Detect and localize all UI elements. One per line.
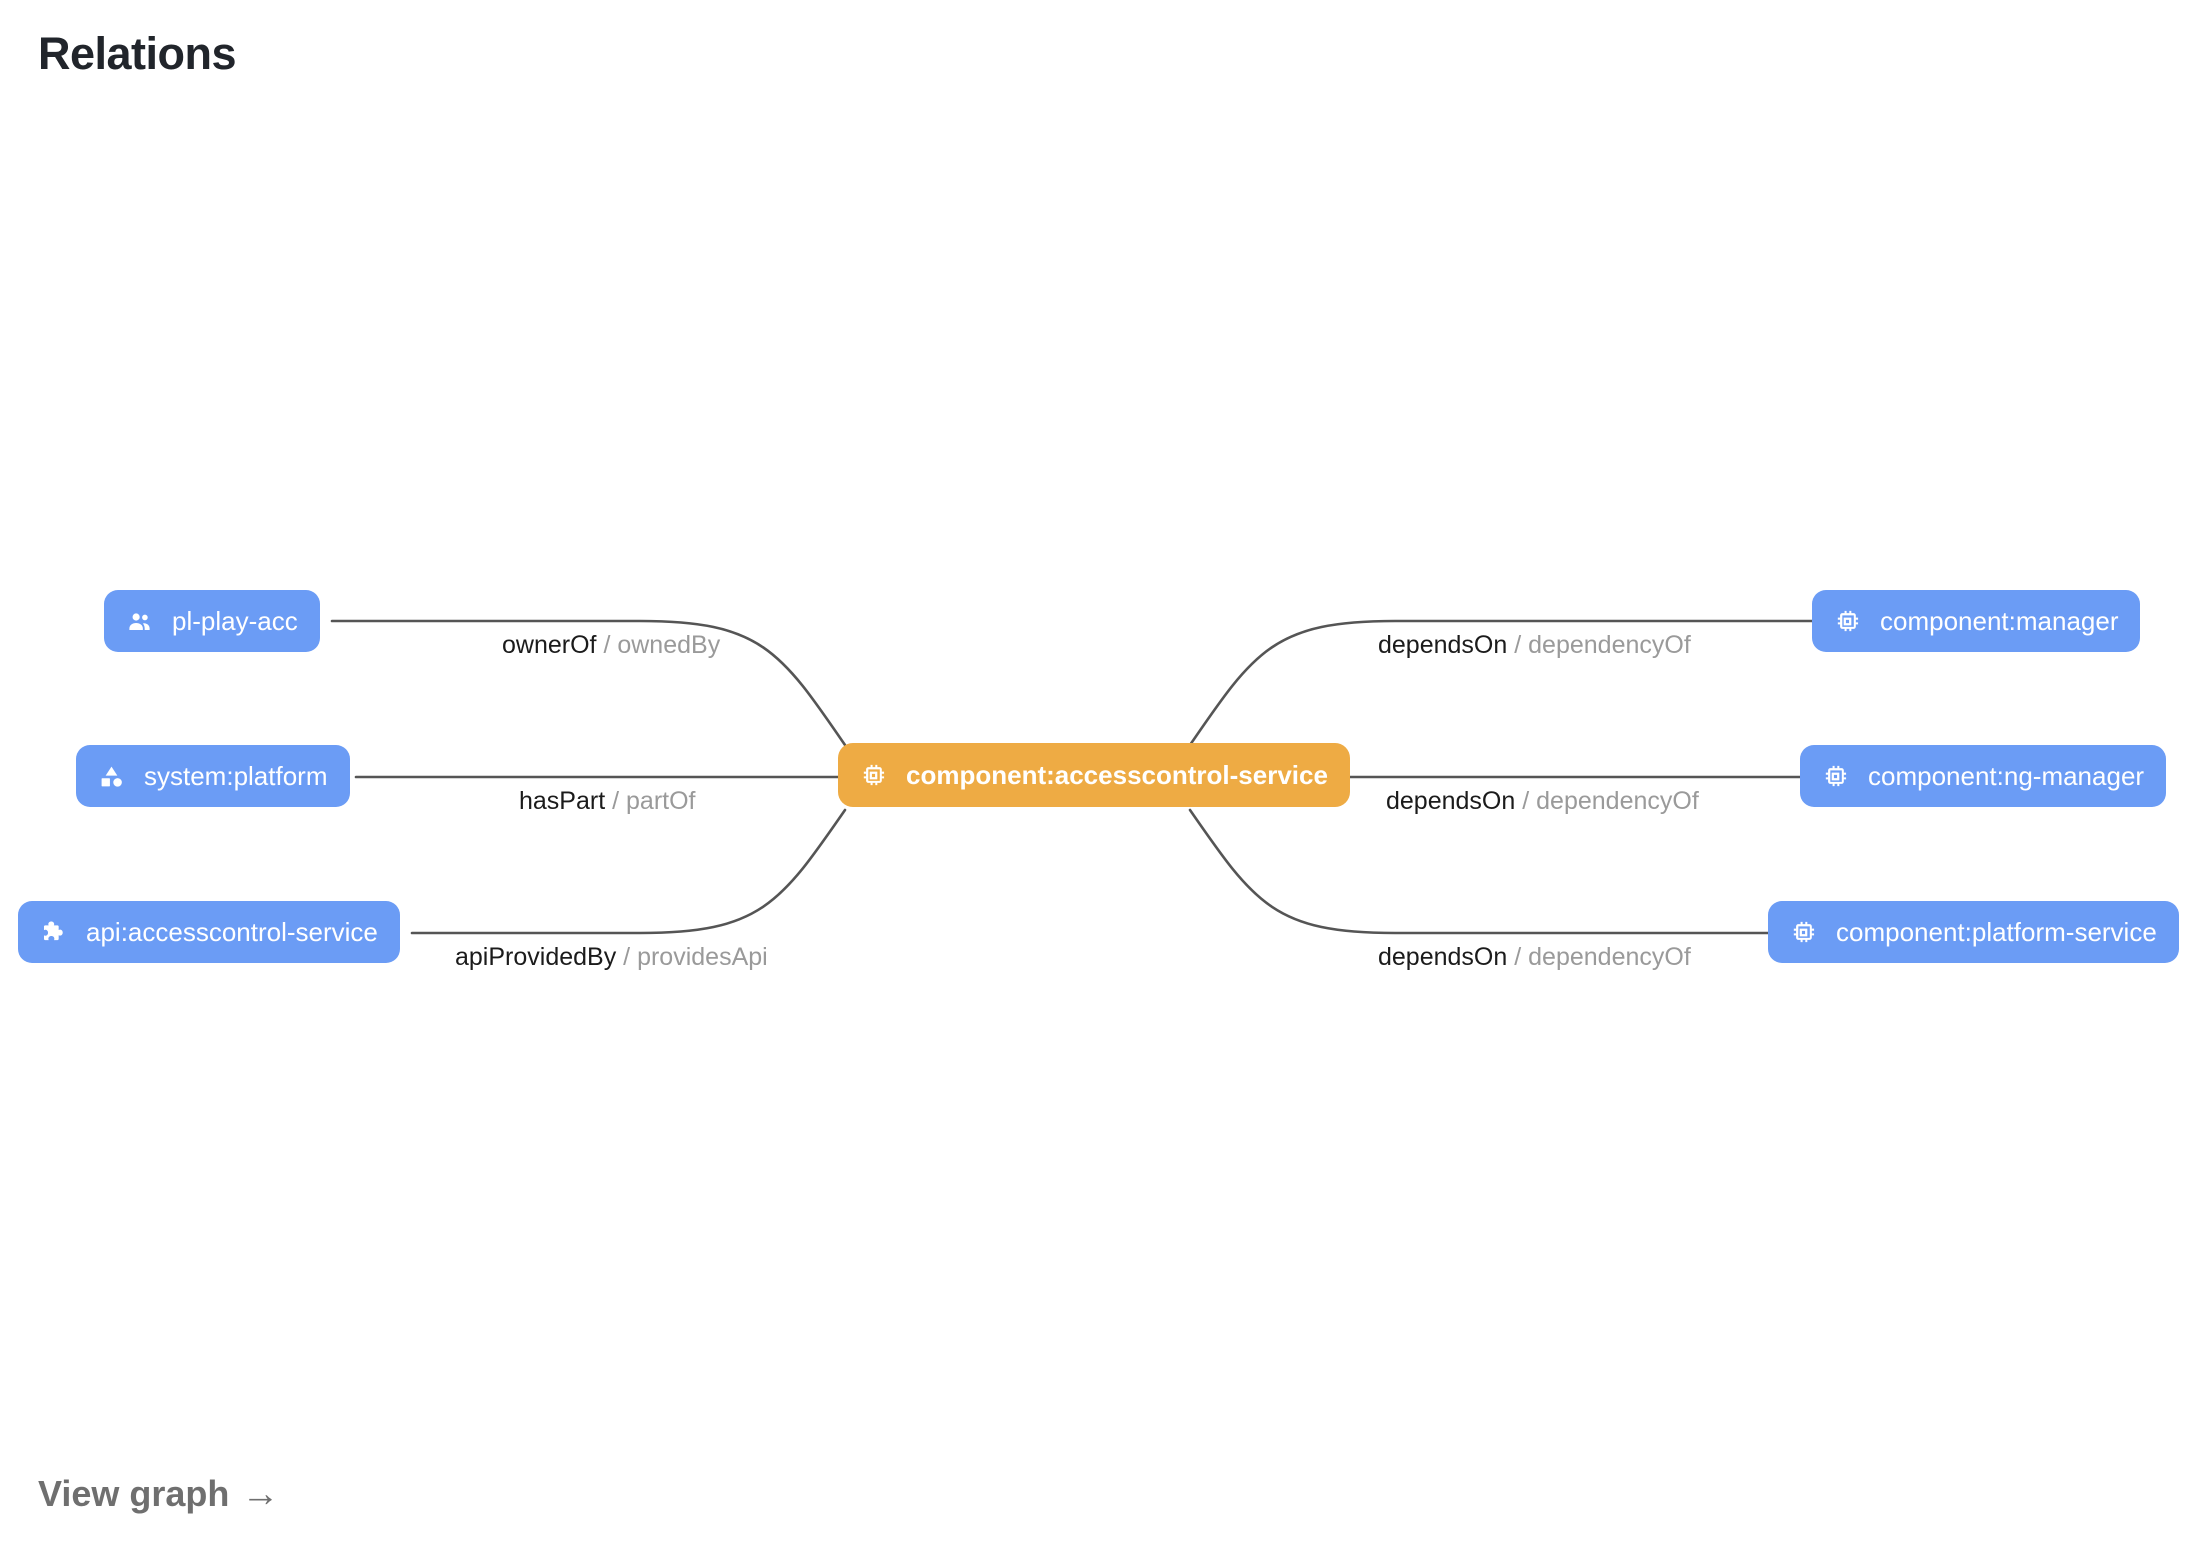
memory-chip-icon xyxy=(1790,919,1817,946)
graph-node-pl-play-acc[interactable]: pl-play-acc xyxy=(104,590,320,652)
edge-label-separator: / xyxy=(612,787,627,815)
group-people-icon xyxy=(126,608,153,635)
puzzle-extension-icon xyxy=(40,919,67,946)
edge-label-forward: hasPart xyxy=(519,787,606,815)
edge-label-apiprovidedby: apiProvidedBy / providesApi xyxy=(455,945,768,970)
edge-label-separator: / xyxy=(1522,787,1537,815)
memory-chip-icon xyxy=(1834,608,1861,635)
arrow-right-icon: → xyxy=(241,1473,280,1515)
graph-node-api-accesscontrol-service[interactable]: api:accesscontrol-service xyxy=(18,901,400,963)
edge-label-inverse: ownedBy xyxy=(617,631,721,659)
edge-label-forward: apiProvidedBy xyxy=(455,943,617,971)
edge-label-inverse: dependencyOf xyxy=(1528,631,1691,659)
edge-label-forward: ownerOf xyxy=(502,631,597,659)
memory-chip-icon xyxy=(860,762,887,789)
edge-path-apiprovidedby xyxy=(410,808,847,935)
view-graph-label: View graph xyxy=(38,1473,230,1514)
graph-node-label: component:accesscontrol-service xyxy=(906,760,1328,790)
graph-node-label: api:accesscontrol-service xyxy=(86,917,378,947)
edge-label-forward: dependsOn xyxy=(1386,787,1516,815)
edge-label-separator: / xyxy=(1514,943,1529,971)
graph-node-system-platform[interactable]: system:platform xyxy=(76,745,350,807)
edge-label-dependson-ng-manager: dependsOn / dependencyOf xyxy=(1386,789,1699,814)
edge-label-inverse: providesApi xyxy=(637,943,768,971)
graph-node-label: pl-play-acc xyxy=(172,606,298,636)
edge-label-dependson-platform-service: dependsOn / dependencyOf xyxy=(1378,945,1691,970)
graph-node-label: component:manager xyxy=(1880,606,2119,636)
edge-label-separator: / xyxy=(1514,631,1529,659)
edge-label-ownerof: ownerOf / ownedBy xyxy=(502,633,720,658)
category-shapes-icon xyxy=(98,763,125,790)
graph-node-component-platform-service[interactable]: component:platform-service xyxy=(1768,901,2179,963)
edge-path-dependson-3 xyxy=(1188,808,1770,935)
edge-label-separator: / xyxy=(603,631,618,659)
edge-label-inverse: partOf xyxy=(626,787,696,815)
graph-node-center-component-accesscontrol-service[interactable]: component:accesscontrol-service xyxy=(838,743,1350,807)
edge-label-forward: dependsOn xyxy=(1378,631,1508,659)
page-title: Relations xyxy=(38,28,237,79)
memory-chip-icon xyxy=(1822,763,1849,790)
edge-label-dependson-manager: dependsOn / dependencyOf xyxy=(1378,633,1691,658)
edge-label-inverse: dependencyOf xyxy=(1536,787,1699,815)
graph-node-label: component:platform-service xyxy=(1836,917,2157,947)
view-graph-link[interactable]: View graph → xyxy=(38,1473,279,1515)
graph-node-label: component:ng-manager xyxy=(1868,761,2145,791)
graph-node-label: system:platform xyxy=(144,761,328,791)
edge-label-forward: dependsOn xyxy=(1378,943,1508,971)
graph-node-component-manager[interactable]: component:manager xyxy=(1812,590,2141,652)
edge-label-inverse: dependencyOf xyxy=(1528,943,1691,971)
graph-node-component-ng-manager[interactable]: component:ng-manager xyxy=(1800,745,2167,807)
edge-label-separator: / xyxy=(623,943,638,971)
edge-label-haspart: hasPart / partOf xyxy=(519,789,696,814)
